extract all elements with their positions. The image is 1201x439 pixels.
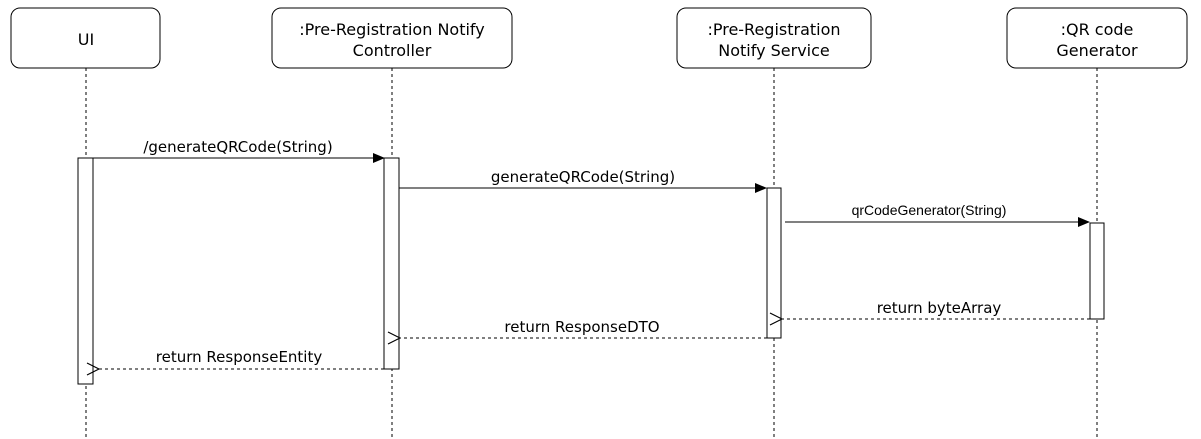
- message-return-responsedto[interactable]: return ResponseDTO: [400, 318, 767, 338]
- lifeline-service-label: :Pre-Registration: [707, 20, 840, 39]
- lifeline-controller-label: :Pre-Registration Notify: [299, 20, 484, 39]
- lifeline-service[interactable]: :Pre-Registration Notify Service: [676, 7, 872, 69]
- activation-ui[interactable]: [77, 157, 94, 385]
- lifeline-ui-label: UI: [78, 30, 94, 49]
- message-qrcode-generator[interactable]: qrCodeGenerator(String): [785, 202, 1090, 227]
- lifeline-qrgen-label: :QR code: [1061, 20, 1134, 39]
- message-label-generate-qrcode-request: /generateQRCode(String): [143, 138, 332, 156]
- message-label-return-responsedto: return ResponseDTO: [504, 318, 659, 336]
- message-label-return-responseentity: return ResponseEntity: [156, 348, 323, 366]
- message-generate-qrcode-request[interactable]: /generateQRCode(String): [93, 138, 385, 163]
- lifeline-ui[interactable]: UI: [10, 7, 161, 69]
- activation-controller[interactable]: [383, 157, 400, 370]
- lifeline-qrgen[interactable]: :QR code Generator: [1006, 7, 1188, 69]
- message-label-generate-qrcode: generateQRCode(String): [491, 168, 675, 186]
- lifeline-qrgen-label-line2: Generator: [1056, 41, 1138, 60]
- message-label-qrcode-generator: qrCodeGenerator(String): [852, 202, 1007, 218]
- lifeline-controller[interactable]: :Pre-Registration Notify Controller: [271, 7, 513, 69]
- message-label-return-bytearray: return byteArray: [877, 299, 1002, 317]
- activation-qrgen[interactable]: [1089, 222, 1105, 320]
- message-return-responseentity[interactable]: return ResponseEntity: [99, 348, 384, 369]
- message-generate-qrcode[interactable]: generateQRCode(String): [399, 168, 767, 193]
- message-return-bytearray[interactable]: return byteArray: [782, 299, 1090, 319]
- activation-service[interactable]: [766, 187, 782, 339]
- lifeline-controller-label-line2: Controller: [353, 41, 432, 60]
- lifeline-service-label-line2: Notify Service: [718, 41, 830, 60]
